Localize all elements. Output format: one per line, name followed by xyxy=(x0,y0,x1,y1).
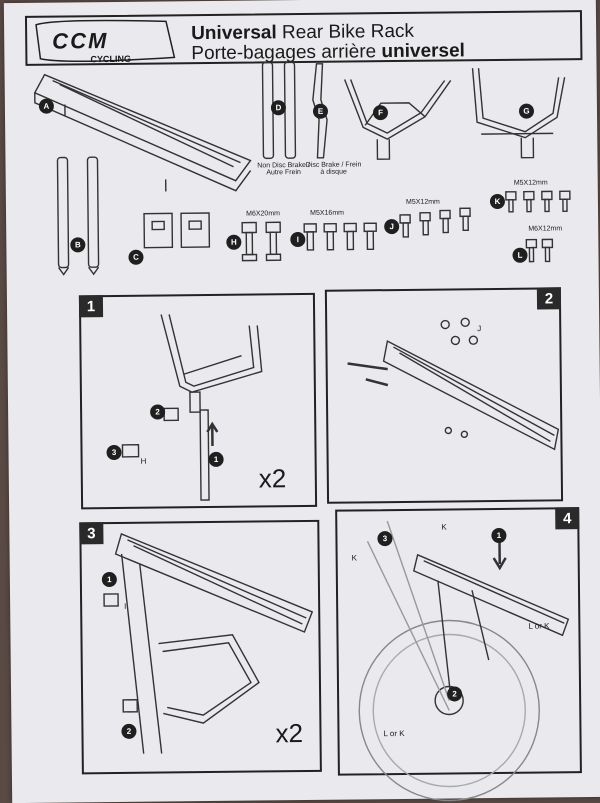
brand-name: CCM xyxy=(52,28,109,54)
part-e-badge: E xyxy=(312,103,329,119)
part-l-size: M6X12mm xyxy=(528,225,563,233)
step-2-drawing xyxy=(347,317,560,451)
step-4-label-k-top: K xyxy=(441,522,447,532)
part-b-straps-drawing xyxy=(56,156,100,276)
title-en-bold: Universal xyxy=(191,22,277,45)
part-h-bolts-drawing xyxy=(241,221,282,262)
part-j-bolts-drawing xyxy=(399,207,471,238)
part-c-brackets-drawing xyxy=(143,212,211,249)
step-2-panel: 2 J xyxy=(324,287,564,504)
header-frame xyxy=(24,10,583,66)
part-j-badge: J xyxy=(384,218,400,235)
part-k-badge: K xyxy=(489,193,506,210)
part-a-badge: A xyxy=(38,98,54,114)
part-h-size: M6X20mm xyxy=(246,210,281,218)
step-4-drawing xyxy=(358,520,570,802)
parts-list: A B C D E F G H I J K L Non Disc Brake /… xyxy=(4,57,598,293)
part-l-bolts-drawing xyxy=(525,238,554,263)
step-3-part-label: I xyxy=(124,601,127,611)
step-1-panel: 1 2 3 1 H x2 xyxy=(78,292,318,510)
step-3-panel: 3 1 2 I x2 xyxy=(79,519,322,775)
part-i-badge: I xyxy=(290,231,306,248)
part-d-caption: Non Disc Brake / Autre Frein xyxy=(257,161,310,177)
part-b-badge: B xyxy=(70,237,86,253)
part-c-badge: C xyxy=(128,249,144,265)
title-en-rest: Rear Bike Rack xyxy=(276,20,415,44)
step-1-drawing xyxy=(121,314,263,501)
step-4-callout-3: 3 xyxy=(377,531,393,547)
part-d-badge: D xyxy=(270,100,287,116)
part-f-badge: F xyxy=(372,105,389,121)
step-4-label-k-left: K xyxy=(351,553,358,563)
step-1-callout-2: 2 xyxy=(150,404,166,420)
step-4-label-l-or-k-bottom: L or K xyxy=(383,728,405,739)
part-g-frame-drawing xyxy=(471,68,566,159)
part-j-size: M5X12mm xyxy=(405,198,440,206)
step-2-part-label: J xyxy=(477,324,482,334)
part-f-frame-drawing xyxy=(343,79,452,160)
header: CCM CYCLING Universal Rear Bike Rack Por… xyxy=(24,10,586,67)
step-3-multiplier: x2 xyxy=(275,718,304,749)
instruction-sheet: CCM CYCLING Universal Rear Bike Rack Por… xyxy=(3,0,600,803)
part-e-caption: Disc Brake / Frein à disque xyxy=(305,161,362,176)
part-i-size: M5X16mm xyxy=(310,209,345,217)
step-4-callout-1: 1 xyxy=(491,527,507,544)
part-g-badge: G xyxy=(518,103,535,119)
part-i-bolts-drawing xyxy=(303,222,377,251)
part-a-rack-drawing xyxy=(33,73,252,192)
step-3-drawing xyxy=(103,532,314,754)
part-k-bolts-drawing xyxy=(505,190,571,213)
part-h-badge: H xyxy=(226,234,242,250)
part-l-badge: L xyxy=(512,247,528,263)
step-4-callout-2: 2 xyxy=(447,686,463,702)
step-1-multiplier: x2 xyxy=(258,463,287,494)
step-3-callout-1: 1 xyxy=(101,571,117,588)
step-1-callout-1: 1 xyxy=(208,451,224,468)
step-1-callout-3: 3 xyxy=(106,444,122,461)
part-k-size: M5X12mm xyxy=(513,179,548,187)
step-3-callout-2: 2 xyxy=(121,723,137,739)
step-1-part-label: H xyxy=(140,456,147,466)
step-4-panel: 4 3 1 2 K K L or K L or K xyxy=(335,507,582,802)
step-4-label-l-or-k-right: L or K xyxy=(528,621,550,631)
